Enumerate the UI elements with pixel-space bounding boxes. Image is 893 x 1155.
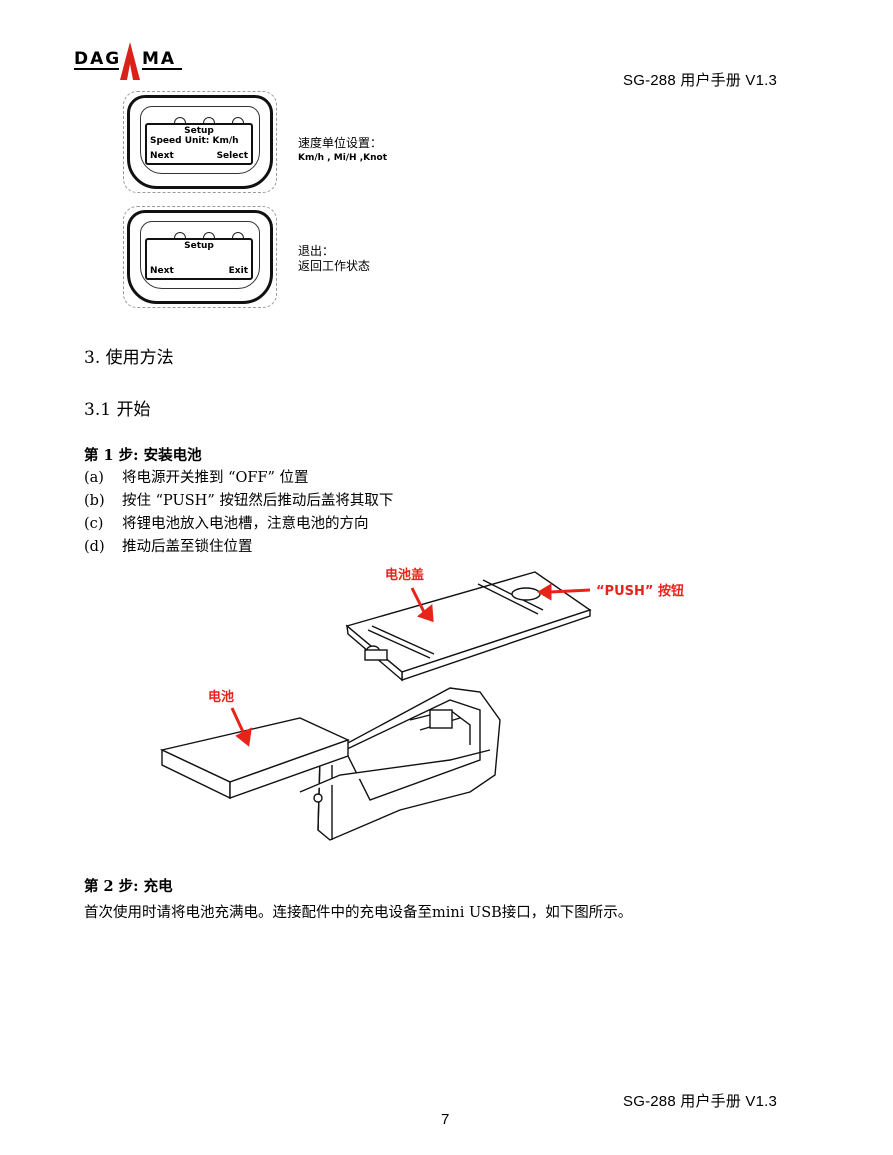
lcd-display: Setup Next Exit <box>145 238 253 280</box>
section-heading: 3. 使用方法 <box>84 348 174 368</box>
annotation-title: 速度单位设置： <box>298 136 383 150</box>
battery-install-figure: 电池盖 “PUSH” 按钮 电池 <box>150 560 750 850</box>
svg-text:MA: MA <box>142 49 176 69</box>
annotation-text: Km/h , Mi/H ,Knot <box>298 153 388 163</box>
step2-heading: 第 2 步: 充电 <box>84 878 173 895</box>
lcd-right-softkey: Select <box>216 151 248 161</box>
page-number: 7 <box>441 1111 450 1128</box>
list-item: (a)将电源开关推到 “OFF” 位置 <box>84 470 309 486</box>
battery-install-drawing <box>159 571 592 841</box>
lcd-right-softkey: Exit <box>228 266 248 276</box>
step2-text: 首次使用时请将电池充满电。连接配件中的充电设备至mini USB接口，如下图所示… <box>84 905 633 921</box>
lcd-title: Setup <box>184 241 214 251</box>
dagama-logo: DAG MA <box>74 40 186 84</box>
list-item: (d)推动后盖至锁住位置 <box>84 539 253 555</box>
annotation-title: 退出： <box>298 244 335 258</box>
push-button-label: “PUSH” 按钮 <box>596 584 684 599</box>
annotation-exit: 退出： 返回工作状态 <box>298 244 370 274</box>
lcd-title: Setup <box>184 126 214 136</box>
subsection-heading: 3.1 开始 <box>84 400 151 420</box>
device-screen-speed-unit: Setup Speed Unit: Km/h Next Select <box>123 91 277 193</box>
battery-label: 电池 <box>208 690 235 705</box>
list-item: (c)将锂电池放入电池槽，注意电池的方向 <box>84 516 369 532</box>
annotation-text: 返回工作状态 <box>298 259 371 273</box>
device-screen-exit: Setup Next Exit <box>123 206 277 308</box>
annotation-speed-unit: 速度单位设置： Km/h , Mi/H ,Knot <box>298 136 387 166</box>
header-title: SG-288 用户手册 V1.3 <box>623 72 778 89</box>
list-item: (b)按住 “PUSH” 按钮然后推动后盖将其取下 <box>84 493 394 509</box>
lcd-display: Setup Speed Unit: Km/h Next Select <box>145 123 253 165</box>
lcd-left-softkey: Next <box>150 151 174 161</box>
lcd-left-softkey: Next <box>150 266 174 276</box>
svg-text:DAG: DAG <box>74 49 121 69</box>
battery-cover-label: 电池盖 <box>385 568 425 583</box>
footer-title: SG-288 用户手册 V1.3 <box>623 1093 778 1110</box>
step1-heading: 第 1 步: 安装电池 <box>84 447 202 464</box>
lcd-speed-unit: Speed Unit: Km/h <box>150 136 239 146</box>
